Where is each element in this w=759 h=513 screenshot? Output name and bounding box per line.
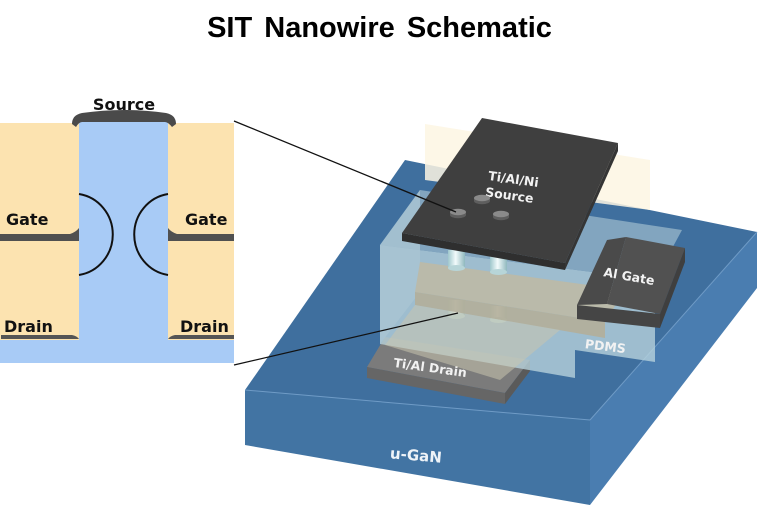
al-gate-pad-front	[577, 305, 660, 328]
gate-left-label: Gate	[6, 210, 49, 229]
source-stud-2	[474, 194, 490, 205]
nanowire-body	[79, 120, 168, 346]
gate-metal-left	[0, 228, 79, 241]
substrate-front	[245, 390, 590, 505]
source-label-line2: Source	[484, 184, 534, 206]
source-stud-1	[450, 208, 466, 219]
drain-metal-right	[168, 335, 234, 339]
drain-left-label: Drain	[4, 317, 53, 336]
callout-line-upper	[233, 120, 457, 213]
al-gate-pad-side	[660, 248, 685, 328]
device-3d: u-GaN Ti/Al Drain PDMS Al Gate	[244, 118, 758, 505]
substrate-label: u-GaN	[389, 444, 442, 466]
drain-metal-left	[1, 335, 79, 339]
source-stud-3	[493, 210, 509, 221]
source-plate-side	[565, 143, 618, 270]
drain-right-label: Drain	[180, 317, 229, 336]
source-plate-top	[402, 118, 618, 263]
depletion-arc-right	[133, 193, 169, 276]
gate-lower-fill	[385, 305, 560, 380]
drain-pad-side	[505, 360, 530, 404]
drain-pad-front	[367, 367, 505, 404]
gate-plate-top	[415, 262, 625, 322]
substrate-edge	[244, 389, 591, 421]
al-gate-pad-top	[607, 237, 685, 314]
source-contact	[72, 110, 176, 127]
source-plate-front	[402, 233, 565, 270]
substrate-side	[590, 232, 757, 505]
pdms-label: PDMS	[584, 336, 627, 356]
source-label: Source	[93, 95, 155, 114]
pillar-upper-1	[448, 250, 465, 268]
nanowire-base	[0, 340, 234, 363]
callout-line-lower	[233, 312, 459, 366]
gate-metal-right	[168, 228, 234, 241]
depletion-arc-left	[78, 193, 114, 276]
gate-right-label: Gate	[185, 210, 228, 229]
pillar-upper-2-cap	[490, 269, 507, 275]
substrate-edge-2	[589, 231, 758, 421]
pillar-upper-1-cap	[448, 265, 465, 271]
pillar-upper-2	[490, 256, 507, 272]
source-label-line1: Ti/Al/Ni	[487, 168, 539, 190]
diagram-title: SIT Nanowire Schematic	[207, 12, 552, 44]
al-gate-pad-face	[577, 237, 626, 305]
gate-plate-front	[415, 292, 605, 338]
cross-section: Source Gate Gate Drain Drain	[0, 95, 234, 363]
